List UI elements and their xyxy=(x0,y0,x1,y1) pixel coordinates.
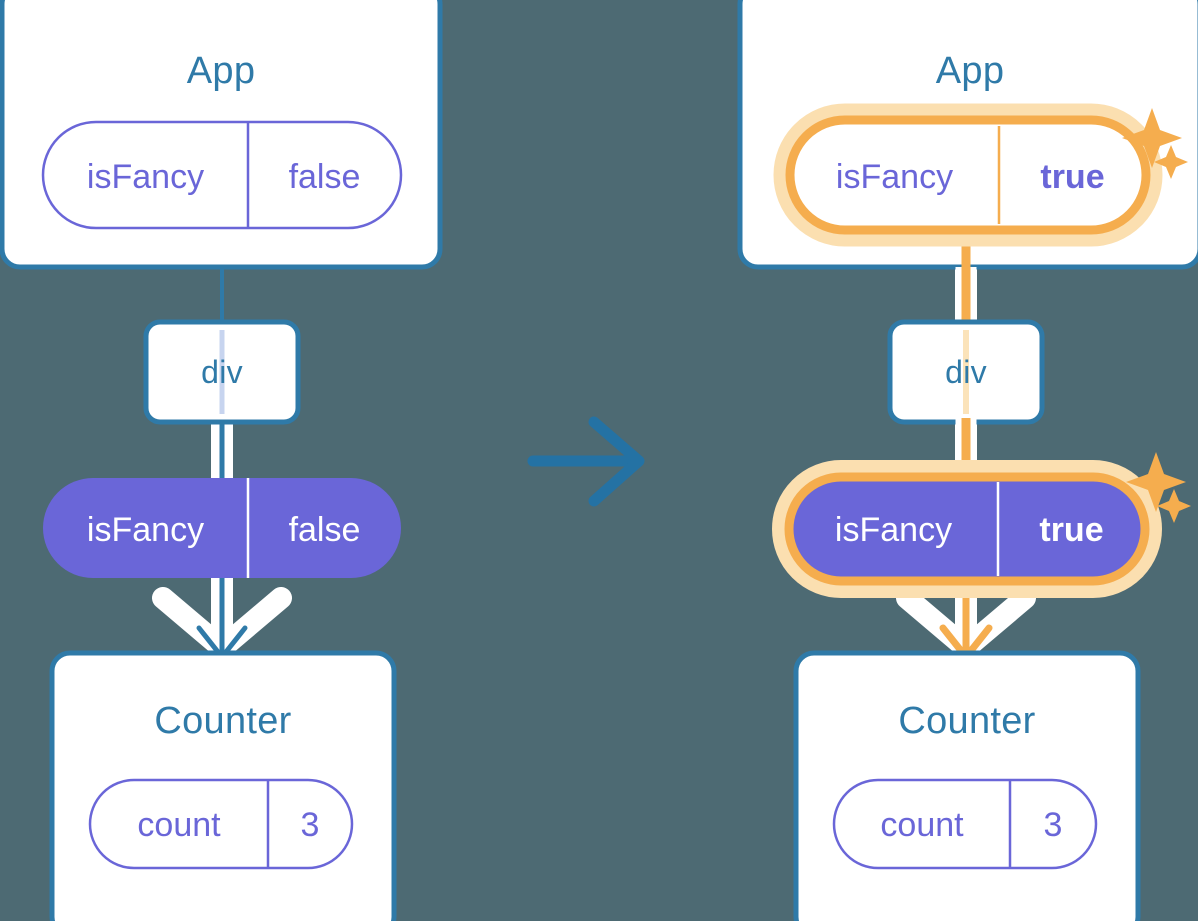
div-label-right: div xyxy=(945,354,987,390)
counter-state-name-left: count xyxy=(137,806,221,844)
counter-state-pill-left xyxy=(88,778,354,870)
passed-prop-value-left: false xyxy=(288,511,361,549)
passed-prop-pill-right xyxy=(784,472,1150,586)
counter-state-name-right: count xyxy=(880,806,964,844)
app-prop-name-right: isFancy xyxy=(835,158,954,196)
app-prop-value-left: false xyxy=(288,158,361,196)
app-prop-name-left: isFancy xyxy=(86,158,205,196)
transition-arrow-icon xyxy=(527,416,645,507)
counter-state-value-left: 3 xyxy=(300,806,320,844)
div-label-left: div xyxy=(201,354,243,390)
sparkle-icon-app-right xyxy=(1122,108,1188,179)
app-prop-pill-glow-right xyxy=(773,103,1163,247)
app-prop-pill-left xyxy=(41,120,403,230)
app-prop-value-right: true xyxy=(1040,158,1105,196)
sparkle-icon-prop-right xyxy=(1126,452,1191,523)
passed-prop-name-right: isFancy xyxy=(834,511,953,549)
app-prop-pill-right xyxy=(785,115,1151,235)
counter-title-right: Counter xyxy=(898,700,1036,742)
counter-state-value-right: 3 xyxy=(1043,806,1063,844)
counter-state-pill-right xyxy=(832,778,1098,870)
passed-prop-pill-glow-right xyxy=(772,460,1162,598)
passed-prop-value-right: true xyxy=(1039,511,1104,549)
counter-title-left: Counter xyxy=(154,700,292,742)
app-title-left: App xyxy=(186,50,256,92)
passed-prop-name-left: isFancy xyxy=(86,511,205,549)
app-title-right: App xyxy=(935,50,1005,92)
passed-prop-pill-left xyxy=(43,478,401,578)
